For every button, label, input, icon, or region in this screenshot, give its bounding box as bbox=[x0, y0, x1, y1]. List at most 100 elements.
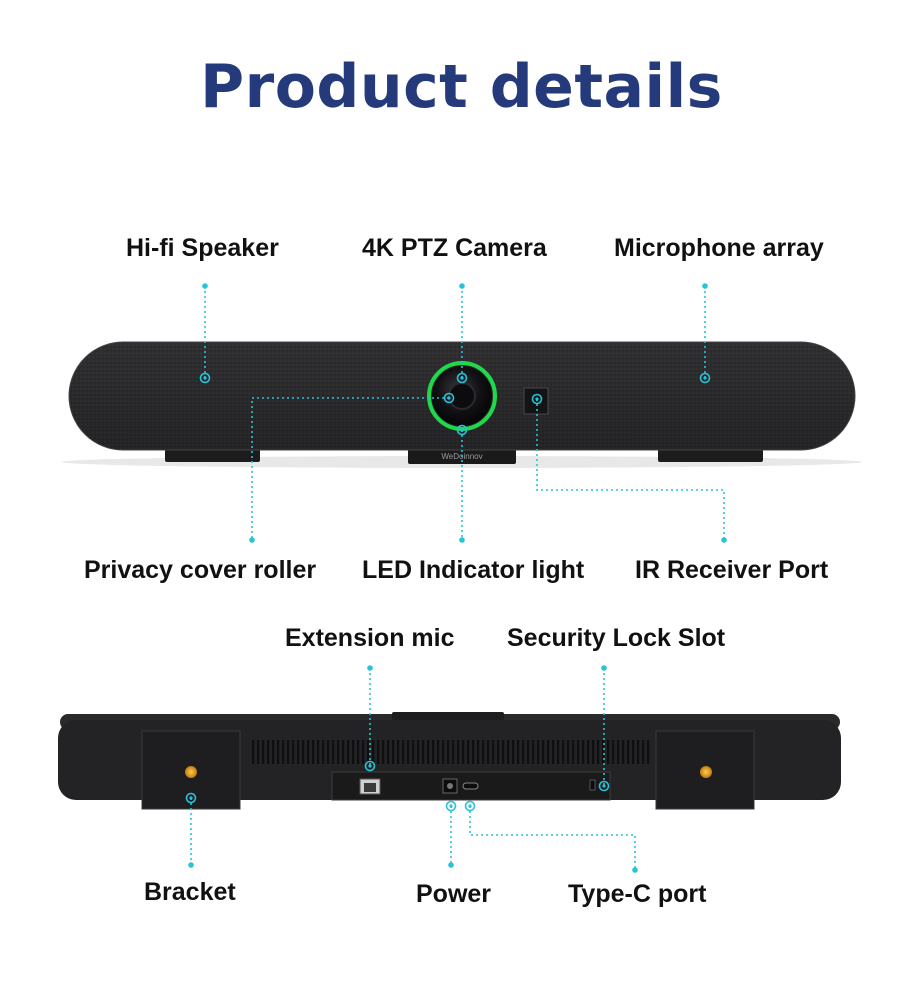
vent-slot bbox=[442, 740, 445, 764]
vent-slot bbox=[522, 740, 525, 764]
vent-slot bbox=[422, 740, 425, 764]
label-privacy-cover-roller: Privacy cover roller bbox=[84, 556, 317, 584]
right-foot bbox=[658, 448, 763, 462]
vent-slot bbox=[597, 740, 600, 764]
vent-slot bbox=[457, 740, 460, 764]
vent-slot bbox=[447, 740, 450, 764]
left-foot bbox=[165, 448, 260, 462]
vent-slot bbox=[397, 740, 400, 764]
vent-slot bbox=[532, 740, 535, 764]
label-4k-ptz-camera: 4K PTZ Camera bbox=[362, 234, 547, 262]
vent-slot bbox=[332, 740, 335, 764]
vent-slot bbox=[572, 740, 575, 764]
left-bracket-led bbox=[185, 766, 197, 778]
vent-slot bbox=[252, 740, 255, 764]
vent-slot bbox=[342, 740, 345, 764]
vent-slot bbox=[432, 740, 435, 764]
callout-dots bbox=[185, 283, 727, 873]
vent-slot bbox=[492, 740, 495, 764]
vent-slot bbox=[472, 740, 475, 764]
type-c-port bbox=[462, 782, 479, 790]
label-led-indicator-light: LED Indicator light bbox=[362, 556, 585, 584]
vent-slot bbox=[392, 740, 395, 764]
vent-slot bbox=[402, 740, 405, 764]
vent-slot bbox=[267, 740, 270, 764]
vent-slot bbox=[297, 740, 300, 764]
vent-slot bbox=[347, 740, 350, 764]
vent-slot bbox=[527, 740, 530, 764]
vent-slot bbox=[312, 740, 315, 764]
vent-slot bbox=[537, 740, 540, 764]
vent-slot bbox=[262, 740, 265, 764]
vent-slot bbox=[497, 740, 500, 764]
vent-slot bbox=[292, 740, 295, 764]
vent-slot bbox=[322, 740, 325, 764]
vent-slot bbox=[627, 740, 630, 764]
vent-grille bbox=[252, 740, 650, 764]
vent-slot bbox=[327, 740, 330, 764]
vent-slot bbox=[377, 740, 380, 764]
vent-slot bbox=[592, 740, 595, 764]
front-view-device: WeDoinnov bbox=[62, 341, 862, 468]
vent-slot bbox=[587, 740, 590, 764]
vent-slot bbox=[372, 740, 375, 764]
vent-slot bbox=[617, 740, 620, 764]
vent-slot bbox=[507, 740, 510, 764]
vent-slot bbox=[382, 740, 385, 764]
label-hifi-speaker: Hi-fi Speaker bbox=[126, 234, 279, 262]
label-bracket: Bracket bbox=[144, 878, 236, 906]
vent-slot bbox=[647, 740, 650, 764]
vent-slot bbox=[362, 740, 365, 764]
vent-slot bbox=[277, 740, 280, 764]
label-ir-receiver-port: IR Receiver Port bbox=[635, 556, 829, 584]
vent-slot bbox=[542, 740, 545, 764]
vent-slot bbox=[357, 740, 360, 764]
vent-slot bbox=[462, 740, 465, 764]
vent-slot bbox=[477, 740, 480, 764]
vent-slot bbox=[552, 740, 555, 764]
vent-slot bbox=[517, 740, 520, 764]
label-security-lock-slot: Security Lock Slot bbox=[507, 624, 726, 652]
vent-slot bbox=[557, 740, 560, 764]
vent-slot bbox=[417, 740, 420, 764]
vent-slot bbox=[567, 740, 570, 764]
lock-slot bbox=[589, 779, 596, 791]
vent-slot bbox=[607, 740, 610, 764]
right-bracket-led bbox=[700, 766, 712, 778]
vent-slot bbox=[412, 740, 415, 764]
vent-slot bbox=[307, 740, 310, 764]
label-power: Power bbox=[416, 880, 492, 908]
rear-view-device bbox=[58, 712, 841, 810]
vent-slot bbox=[482, 740, 485, 764]
vent-slot bbox=[632, 740, 635, 764]
page-title: Product details bbox=[200, 52, 723, 122]
vent-slot bbox=[547, 740, 550, 764]
label-type-c-port: Type-C port bbox=[568, 880, 707, 908]
vent-slot bbox=[352, 740, 355, 764]
ir-window bbox=[523, 387, 549, 415]
vent-slot bbox=[487, 740, 490, 764]
vent-slot bbox=[502, 740, 505, 764]
vent-slot bbox=[622, 740, 625, 764]
vent-slot bbox=[302, 740, 305, 764]
vent-slot bbox=[582, 740, 585, 764]
vent-slot bbox=[602, 740, 605, 764]
vent-slot bbox=[317, 740, 320, 764]
vent-slot bbox=[287, 740, 290, 764]
callout-lines bbox=[190, 286, 725, 870]
vent-slot bbox=[642, 740, 645, 764]
vent-slot bbox=[272, 740, 275, 764]
vent-slot bbox=[577, 740, 580, 764]
vent-slot bbox=[407, 740, 410, 764]
vent-slot bbox=[282, 740, 285, 764]
label-microphone-array: Microphone array bbox=[614, 234, 824, 262]
vent-slot bbox=[387, 740, 390, 764]
vent-slot bbox=[512, 740, 515, 764]
vent-slot bbox=[637, 740, 640, 764]
vent-slot bbox=[257, 740, 260, 764]
vent-slot bbox=[367, 740, 370, 764]
vent-slot bbox=[427, 740, 430, 764]
vent-slot bbox=[612, 740, 615, 764]
label-extension-mic: Extension mic bbox=[285, 624, 455, 652]
